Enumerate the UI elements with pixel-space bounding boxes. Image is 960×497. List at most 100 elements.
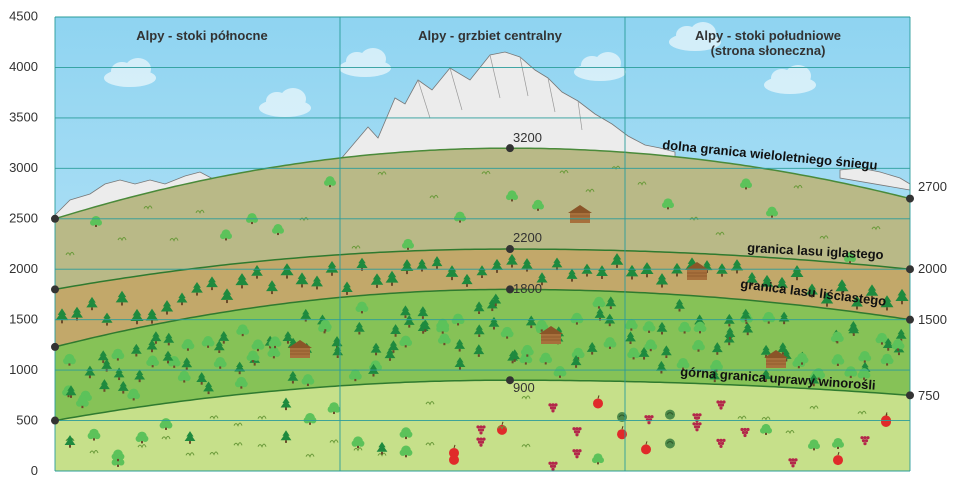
broadleaf-tree xyxy=(251,339,265,352)
trunk xyxy=(225,236,227,241)
grape xyxy=(573,430,578,434)
grape xyxy=(861,439,866,443)
crown xyxy=(865,284,879,296)
crown xyxy=(655,273,669,285)
trunk xyxy=(682,365,685,370)
center-value-broadleaf: 1800 xyxy=(513,281,542,296)
conifer-tree xyxy=(130,343,142,357)
trunk xyxy=(67,393,70,398)
trunk xyxy=(785,358,788,362)
conifer-tree xyxy=(218,331,230,344)
crown xyxy=(525,356,533,364)
crown xyxy=(167,360,175,367)
trunk xyxy=(494,303,497,307)
trunk xyxy=(812,383,815,387)
crown xyxy=(678,325,685,333)
broadleaf-tree xyxy=(318,319,332,332)
broadleaf-tree xyxy=(795,352,809,365)
broadleaf-tree xyxy=(766,206,778,218)
crown xyxy=(506,194,512,201)
crown xyxy=(454,338,466,349)
crown xyxy=(541,323,549,331)
crown xyxy=(406,431,413,438)
crown xyxy=(604,313,616,324)
crown xyxy=(864,354,872,362)
crown xyxy=(766,427,772,434)
broadleaf-tree xyxy=(592,453,604,465)
crown xyxy=(273,350,281,357)
trunk xyxy=(286,340,289,344)
point-center xyxy=(506,376,514,385)
hut-wall xyxy=(570,213,590,223)
south-value-snow: 2700 xyxy=(918,179,947,194)
trunk xyxy=(291,380,294,384)
crown xyxy=(527,348,534,356)
grass-tuft xyxy=(353,447,363,452)
trunk xyxy=(631,276,633,280)
grapes xyxy=(548,461,558,471)
grape xyxy=(743,433,747,438)
crown xyxy=(698,343,705,351)
conifer-tree xyxy=(184,431,196,444)
conifer-tree xyxy=(115,290,129,306)
broadleaf-tree xyxy=(624,318,638,331)
grass-tuft xyxy=(233,442,243,447)
conifer-tree xyxy=(473,324,485,337)
crown xyxy=(234,380,242,388)
value-labels: 3200 2200 1800 900 2700 2000 1500 750 xyxy=(513,130,947,403)
trunk xyxy=(699,329,702,334)
grape xyxy=(698,413,702,417)
crown xyxy=(521,258,533,269)
crown xyxy=(445,265,459,277)
grape xyxy=(717,403,722,407)
crown xyxy=(236,328,243,335)
grape xyxy=(554,461,558,465)
crown xyxy=(740,308,752,319)
grapes xyxy=(476,437,486,447)
conifer-tree xyxy=(724,327,736,340)
trunk xyxy=(513,359,516,362)
crown xyxy=(525,315,537,326)
hut-roof xyxy=(685,262,709,270)
crown xyxy=(390,324,401,335)
grape xyxy=(794,458,798,462)
region-title-center: Alpy - grzbiet centralny xyxy=(418,28,563,43)
crown xyxy=(280,397,292,408)
grape xyxy=(551,409,555,413)
crown xyxy=(406,449,413,456)
crown xyxy=(746,182,752,189)
trunk xyxy=(477,354,480,357)
trunk xyxy=(678,308,681,312)
conifer-tree xyxy=(370,273,384,288)
conifer-tree xyxy=(368,363,379,377)
grapes xyxy=(860,436,870,446)
broadleaf-tree xyxy=(327,402,341,415)
trunk xyxy=(336,355,339,358)
grape xyxy=(741,430,746,435)
trunk xyxy=(358,331,361,335)
grape xyxy=(479,425,483,429)
conifer-tree xyxy=(746,272,758,286)
trunk xyxy=(406,270,408,275)
crown xyxy=(251,343,258,350)
crown xyxy=(500,330,508,338)
crown xyxy=(111,459,119,466)
crown xyxy=(325,260,339,273)
apple xyxy=(497,421,507,435)
grape xyxy=(746,427,750,432)
crown xyxy=(241,380,248,388)
broadleaf-tree xyxy=(355,301,369,314)
cloud xyxy=(339,48,391,77)
grape xyxy=(576,452,581,456)
trunk xyxy=(511,264,513,268)
crown xyxy=(150,331,162,342)
crown xyxy=(385,270,399,283)
y-tick-label: 1000 xyxy=(9,362,38,377)
trunk xyxy=(189,441,191,444)
point-north xyxy=(51,342,59,351)
crown xyxy=(181,357,193,368)
hut-roof xyxy=(539,326,563,334)
crown xyxy=(242,328,250,335)
crown xyxy=(348,373,356,380)
